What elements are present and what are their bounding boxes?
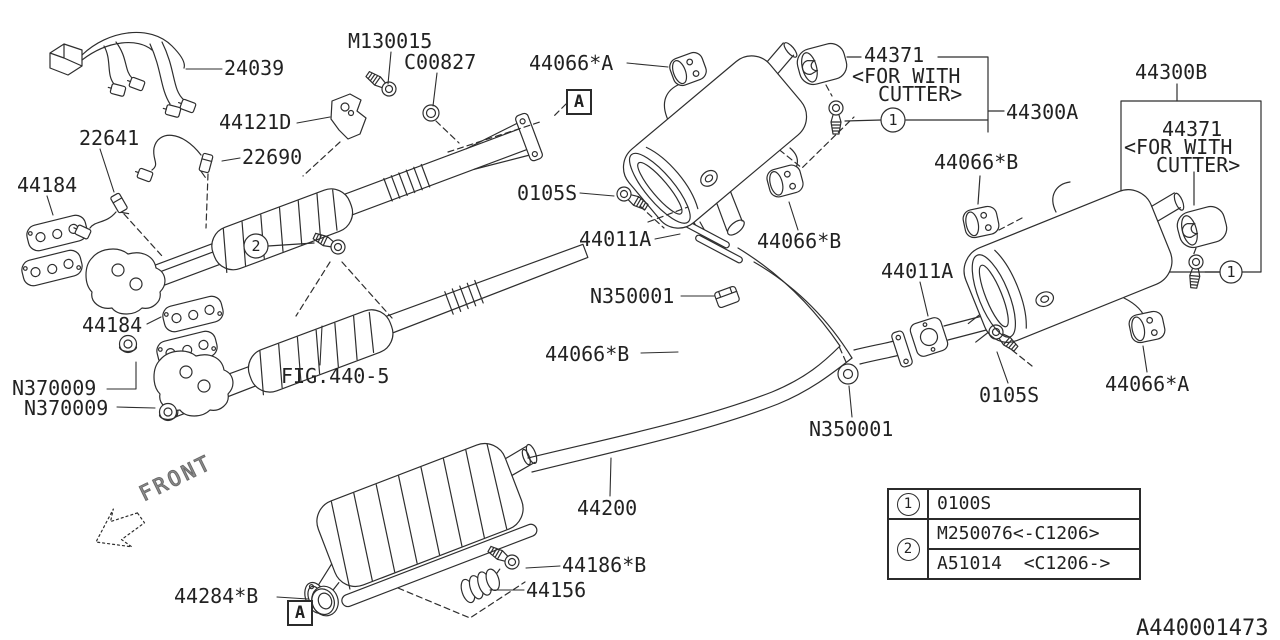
legend-part-column: 0100S M250076<-C1206> A51014 <C1206->	[929, 490, 1139, 578]
muffler-right	[963, 189, 1185, 343]
joint-gasket-left	[682, 219, 743, 264]
hanger-cushion-a	[1126, 309, 1168, 345]
bracket-bolt	[363, 67, 400, 100]
callout-circle-2	[243, 233, 269, 259]
hanger-cushion-b	[960, 204, 1002, 240]
legend-symbol-column: 1 2	[889, 490, 929, 578]
manifold-nut	[158, 402, 178, 422]
exhaust-cutter	[793, 39, 851, 89]
part-label-n350001-2: N350001	[809, 417, 894, 441]
part-label-44371-1: 44371	[864, 43, 925, 67]
manifold-lower	[153, 350, 234, 417]
legend-symbol-row2: 2	[889, 520, 927, 578]
joint-marker-a-top: A	[566, 89, 592, 115]
part-label-44300b: 44300B	[1135, 60, 1208, 84]
legend-part-a51014: A51014 <C1206->	[937, 553, 1111, 574]
manifold-upper	[85, 248, 166, 315]
part-label-n370009-2: N370009	[24, 396, 109, 420]
circled-1-symbol: 1	[896, 492, 920, 516]
callout-circle-1	[880, 107, 906, 133]
part-label-44066b-2: 44066*B	[934, 150, 1019, 174]
legend-part-0100s: 0100S	[929, 490, 1139, 520]
legend-symbol-row1: 1	[889, 490, 927, 520]
part-label-44066b-1: 44066*B	[757, 229, 842, 253]
part-label-0105s-1: 0105S	[517, 181, 578, 205]
callout-number-1: 1	[1226, 263, 1235, 281]
part-label-44200: 44200	[577, 496, 638, 520]
callout-circle-1	[1219, 260, 1243, 284]
spring-nut-clip	[714, 285, 740, 309]
part-label-24039: 24039	[224, 56, 285, 80]
part-label-c00827: C00827	[404, 50, 477, 74]
front-pipe-upper	[149, 112, 543, 288]
cutter-note-line1: <FOR WITH	[1124, 135, 1233, 159]
part-label-44066b-3: 44066*B	[545, 342, 630, 366]
joint-marker-a-bottom: A	[287, 600, 313, 626]
part-label-22641: 22641	[79, 126, 140, 150]
part-label-n350001-1: N350001	[590, 284, 675, 308]
part-label-44300a: 44300A	[1006, 100, 1079, 124]
part-label-44011a-2: 44011A	[881, 259, 954, 283]
manifold-gasket	[160, 293, 226, 335]
flange-nut	[422, 104, 544, 153]
part-label-44371-2: 44371	[1162, 117, 1223, 141]
part-label-44184-1: 44184	[17, 173, 78, 197]
rear-oxygen-sensor	[133, 134, 214, 229]
front-pipe-flange	[515, 112, 543, 162]
leader-lines	[46, 51, 1148, 600]
cutter-note-line2: CUTTER>	[878, 82, 963, 106]
o2-harness	[49, 31, 197, 119]
manifold-nut	[118, 334, 138, 354]
hanger-cushion-a	[666, 49, 710, 89]
legend-table: 1 2 0100S M250076<-C1206> A51014 <C1206-…	[887, 488, 1141, 580]
circled-2-symbol: 2	[896, 537, 920, 561]
hanger-cushion-b	[764, 162, 806, 200]
part-label-44184-2: 44184	[82, 313, 143, 337]
part-label-0105s-2: 0105S	[979, 383, 1040, 407]
part-label-m130015: M130015	[348, 29, 433, 53]
part-label-n370009-1: N370009	[12, 376, 97, 400]
part-label-44156: 44156	[526, 578, 587, 602]
manifold-gasket	[19, 247, 85, 289]
part-label-22690: 22690	[242, 145, 303, 169]
drawing-id: A440001473	[1136, 616, 1269, 640]
callout-number-1: 1	[888, 111, 897, 129]
joint-flange	[891, 330, 913, 368]
front-oxygen-sensor	[71, 192, 163, 257]
part-label-44011a-1: 44011A	[579, 227, 652, 251]
legend-part-m250076: M250076<-C1206>	[929, 520, 1139, 550]
spring-nut-grommet	[837, 343, 859, 385]
part-label-44066a-1: 44066*A	[529, 51, 614, 75]
front-direction-arrow	[95, 508, 146, 548]
part-label-44284b: 44284*B	[174, 584, 259, 608]
callout-number-2: 2	[251, 237, 260, 255]
part-label-44186b: 44186*B	[562, 553, 647, 577]
cutter-note-line1: <FOR WITH	[852, 64, 961, 88]
muffler-left	[622, 42, 808, 236]
part-label-44121d: 44121D	[219, 110, 292, 134]
part-label-44066a-2: 44066*A	[1105, 372, 1190, 396]
joint-gasket-right	[909, 317, 949, 357]
cutter-note-line2: CUTTER>	[1156, 153, 1241, 177]
figure-reference: FIG.440-5	[281, 364, 390, 388]
hanger-bracket	[302, 93, 367, 177]
